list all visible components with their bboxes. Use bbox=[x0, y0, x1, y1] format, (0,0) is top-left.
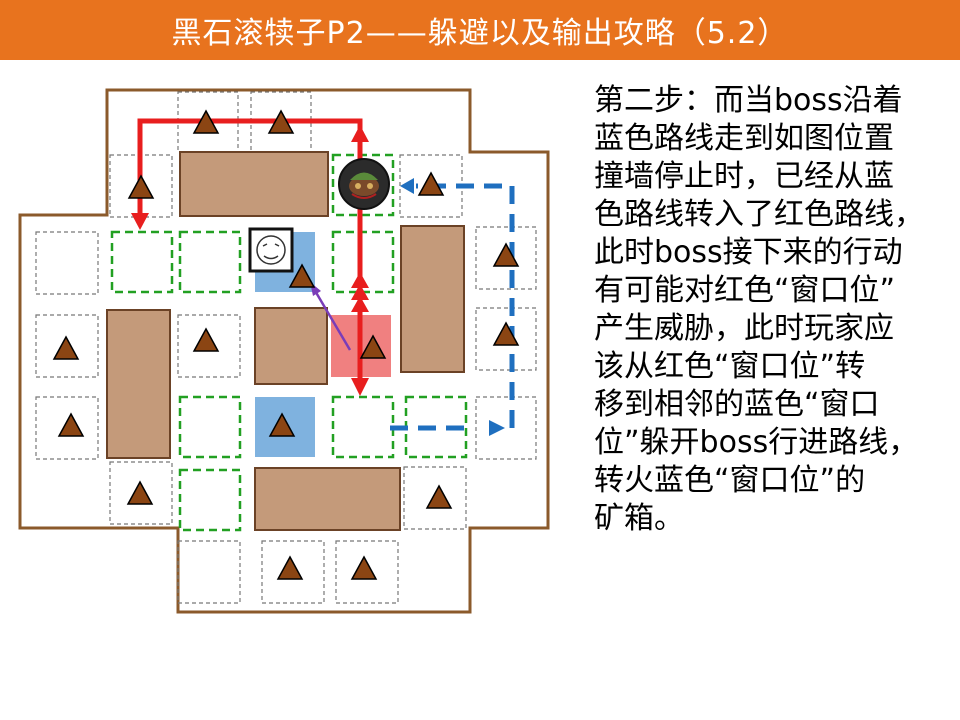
ore-crate-triangle-icon bbox=[127, 174, 155, 199]
description-line: 蓝色路线走到如图位置 bbox=[594, 121, 894, 156]
red-route-arrow-icon bbox=[351, 272, 369, 288]
player-move-arrow bbox=[312, 288, 352, 351]
red-route-arrow-icon bbox=[351, 284, 369, 300]
pillar bbox=[400, 225, 465, 373]
description-text: 第二步：而当boss沿着 蓝色路线走到如图位置 撞墙停止时，已经从蓝 色路线转入… bbox=[594, 82, 944, 538]
pillar bbox=[179, 151, 329, 217]
red-route-arrow-icon bbox=[351, 125, 369, 142]
ore-crate-triangle-icon bbox=[276, 555, 304, 580]
ore-crate-triangle-icon bbox=[52, 335, 80, 360]
red-route bbox=[137, 118, 363, 390]
blue-route-arrow-icon bbox=[400, 178, 414, 194]
red-route-arrow-icon bbox=[351, 296, 369, 312]
title-bar: 黑石滚犊子P2——躲避以及输出攻略（5.2） bbox=[0, 0, 960, 60]
description-line: 有可能对红色“窗口位” bbox=[594, 273, 896, 308]
red-route-arrow-icon bbox=[131, 213, 149, 230]
pillar bbox=[106, 309, 171, 459]
pillars bbox=[106, 151, 465, 531]
ore-crates bbox=[52, 109, 520, 580]
description-line: 矿箱。 bbox=[594, 501, 684, 536]
ore-crate-triangle-icon bbox=[268, 412, 296, 437]
description-line: 此时boss接下来的行动 bbox=[594, 235, 903, 270]
ore-crate-triangle-icon bbox=[350, 555, 378, 580]
ore-crate-triangle-icon bbox=[288, 263, 316, 288]
description-line: 位”躲开boss行进路线， bbox=[594, 425, 919, 460]
description-line: 第二步：而当boss沿着 bbox=[594, 83, 903, 118]
description-line: 移到相邻的蓝色“窗口 bbox=[594, 387, 880, 422]
ore-crate-triangle-icon bbox=[192, 109, 220, 134]
description-line: 色路线转入了红色路线， bbox=[594, 197, 924, 232]
description-line: 产生威胁，此时玩家应 bbox=[594, 311, 894, 346]
description-line: 转火蓝色“窗口位”的 bbox=[594, 463, 866, 498]
description-line: 撞墙停止时，已经从蓝 bbox=[594, 159, 894, 194]
ore-crate-triangle-icon bbox=[359, 334, 387, 359]
ore-crate-triangle-icon bbox=[417, 171, 445, 196]
boss-icon bbox=[338, 158, 390, 210]
page-title: 黑石滚犊子P2——躲避以及输出攻略（5.2） bbox=[171, 16, 789, 51]
pillar bbox=[254, 467, 401, 531]
player-face-icon bbox=[248, 227, 294, 273]
ore-crate-triangle-icon bbox=[492, 321, 520, 346]
blue-route bbox=[390, 183, 515, 431]
pillar bbox=[254, 307, 328, 385]
ore-crate-triangle-icon bbox=[267, 109, 295, 134]
ore-crate-triangle-icon bbox=[126, 480, 154, 505]
blue-route-arrow-icon bbox=[489, 420, 505, 436]
ore-crate-triangle-icon bbox=[425, 484, 453, 509]
ore-crate-triangle-icon bbox=[57, 412, 85, 437]
red-route-arrow-icon bbox=[351, 378, 369, 396]
ore-crate-triangle-icon bbox=[192, 327, 220, 352]
ore-crate-triangle-icon bbox=[492, 242, 520, 267]
description-line: 该从红色“窗口位”转 bbox=[594, 349, 866, 384]
